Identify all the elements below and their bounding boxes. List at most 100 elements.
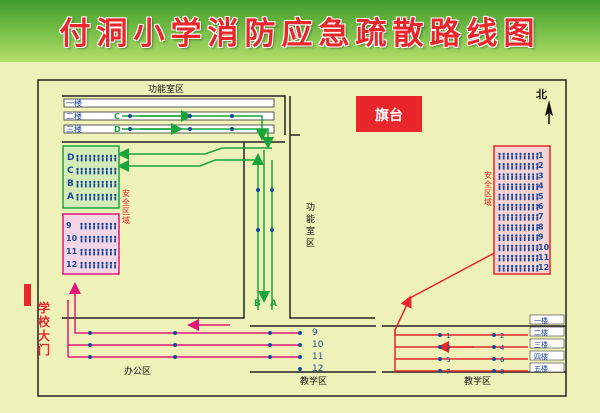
classroom-dot (492, 369, 496, 373)
safe-red-row-label: 9 (538, 233, 544, 242)
people-icons (498, 234, 539, 241)
safe-green-row-label: A (67, 192, 74, 202)
people-icons (76, 180, 117, 188)
safe-red-row-label: 2 (538, 161, 544, 170)
classroom-number: 3 (446, 344, 450, 352)
people-icons (498, 203, 539, 211)
classroom-number: 8 (500, 368, 504, 376)
flag-platform (356, 96, 422, 132)
classroom-dot (438, 357, 442, 361)
safe-pink-row-label: 10 (66, 234, 78, 243)
safe-zone-right-label: 安全区域 (484, 170, 492, 207)
safe-red-row-label: 5 (538, 192, 544, 201)
people-icons (498, 193, 539, 201)
people-icons (498, 173, 539, 180)
people-icons (498, 244, 539, 252)
green-lanes (117, 147, 273, 310)
lane-b-label: B (254, 299, 261, 309)
classroom-number: 4 (500, 344, 505, 352)
corridor-c-label: C (114, 112, 120, 121)
teaching-left-label: 教学区 (300, 375, 327, 387)
floor-3-label: 三楼 (66, 124, 82, 134)
svg-text:学校大门: 学校大门 (38, 300, 51, 357)
people-icons (498, 265, 539, 272)
bottom-right-floor-label: 三楼 (534, 340, 548, 349)
safe-red-row-label: 10 (538, 243, 550, 252)
bottom-left-num-12: 12 (312, 364, 323, 374)
building-outlines (62, 95, 566, 373)
classroom-dot (438, 333, 442, 337)
bottom-left-num-10: 10 (312, 340, 324, 350)
function-room-top-label: 功能室区 (148, 83, 184, 95)
pink-dots (88, 331, 302, 371)
lane-a-label: A (270, 299, 277, 309)
green-lane-dots (256, 188, 274, 232)
people-icons (80, 222, 117, 230)
safe-green-row-label: D (67, 153, 74, 163)
classroom-dot (492, 333, 496, 337)
safe-zone-pink (62, 213, 120, 275)
people-icons (80, 235, 117, 243)
safe-zone-pink-rows: 9 10 11 12 (66, 221, 117, 269)
classroom-dot (438, 345, 442, 349)
floor-1-label: 一楼 (66, 98, 82, 108)
bottom-right-floor-label: 四楼 (534, 352, 548, 361)
people-icons (498, 254, 539, 262)
classroom-number: 6 (500, 356, 505, 364)
red-routes (394, 249, 528, 372)
classroom-number: 5 (446, 356, 450, 364)
teaching-right-label: 教学区 (464, 375, 491, 387)
green-dots-top (128, 114, 234, 131)
office-label: 办公区 (124, 365, 151, 377)
classroom-dot (492, 345, 496, 349)
people-icons (76, 167, 117, 175)
people-icons (76, 154, 117, 162)
classroom-dot (492, 357, 496, 361)
people-icons (498, 163, 539, 170)
people-icons (80, 261, 117, 269)
bottom-right-floor-label: 一楼 (534, 316, 548, 325)
green-route-top (122, 110, 274, 149)
safe-red-row-label: 6 (538, 202, 544, 211)
page-title: 付洞小学消防应急疏散路线图 (59, 16, 541, 52)
floor-2-label: 二楼 (66, 111, 82, 121)
svg-text:安全区域: 安全区域 (122, 188, 130, 225)
safe-red-row-label: 1 (538, 151, 544, 160)
bottom-right-floor-label: 五楼 (534, 364, 548, 373)
safe-green-row-label: B (67, 179, 74, 189)
safe-pink-row-label: 12 (66, 260, 77, 269)
classroom-number: 7 (446, 368, 450, 376)
bottom-left-num-9: 9 (312, 328, 318, 338)
north-arrow (545, 100, 553, 124)
bottom-left-num-11: 11 (312, 352, 323, 362)
safe-red-row-label: 7 (538, 212, 544, 221)
pink-routes (67, 282, 300, 358)
north-label: 北 (536, 87, 547, 101)
safe-red-row-label: 8 (538, 222, 544, 231)
safe-red-row-label: 12 (538, 263, 549, 272)
safe-pink-row-label: 11 (66, 247, 78, 256)
svg-text:安全区域: 安全区域 (484, 170, 492, 207)
safe-pink-row-label: 9 (66, 221, 72, 230)
people-icons (76, 193, 117, 201)
bottom-right-floor-label: 二楼 (534, 328, 548, 337)
function-room-side-label: 功能室区 (306, 202, 315, 249)
people-icons (498, 152, 539, 160)
safe-zone-left-label: 安全区域 (122, 188, 130, 225)
safe-red-row-label: 3 (538, 171, 544, 180)
gate-label: 学校大门 (38, 300, 51, 357)
people-icons (498, 224, 539, 231)
classroom-number: 2 (500, 332, 504, 340)
svg-text:功能室区: 功能室区 (306, 202, 315, 249)
people-icons (498, 183, 539, 190)
classroom-dot (438, 369, 442, 373)
classroom-number: 1 (446, 332, 450, 340)
flag-platform-label: 旗台 (375, 107, 403, 124)
title-banner (0, 0, 600, 62)
gate-marker (24, 284, 31, 306)
